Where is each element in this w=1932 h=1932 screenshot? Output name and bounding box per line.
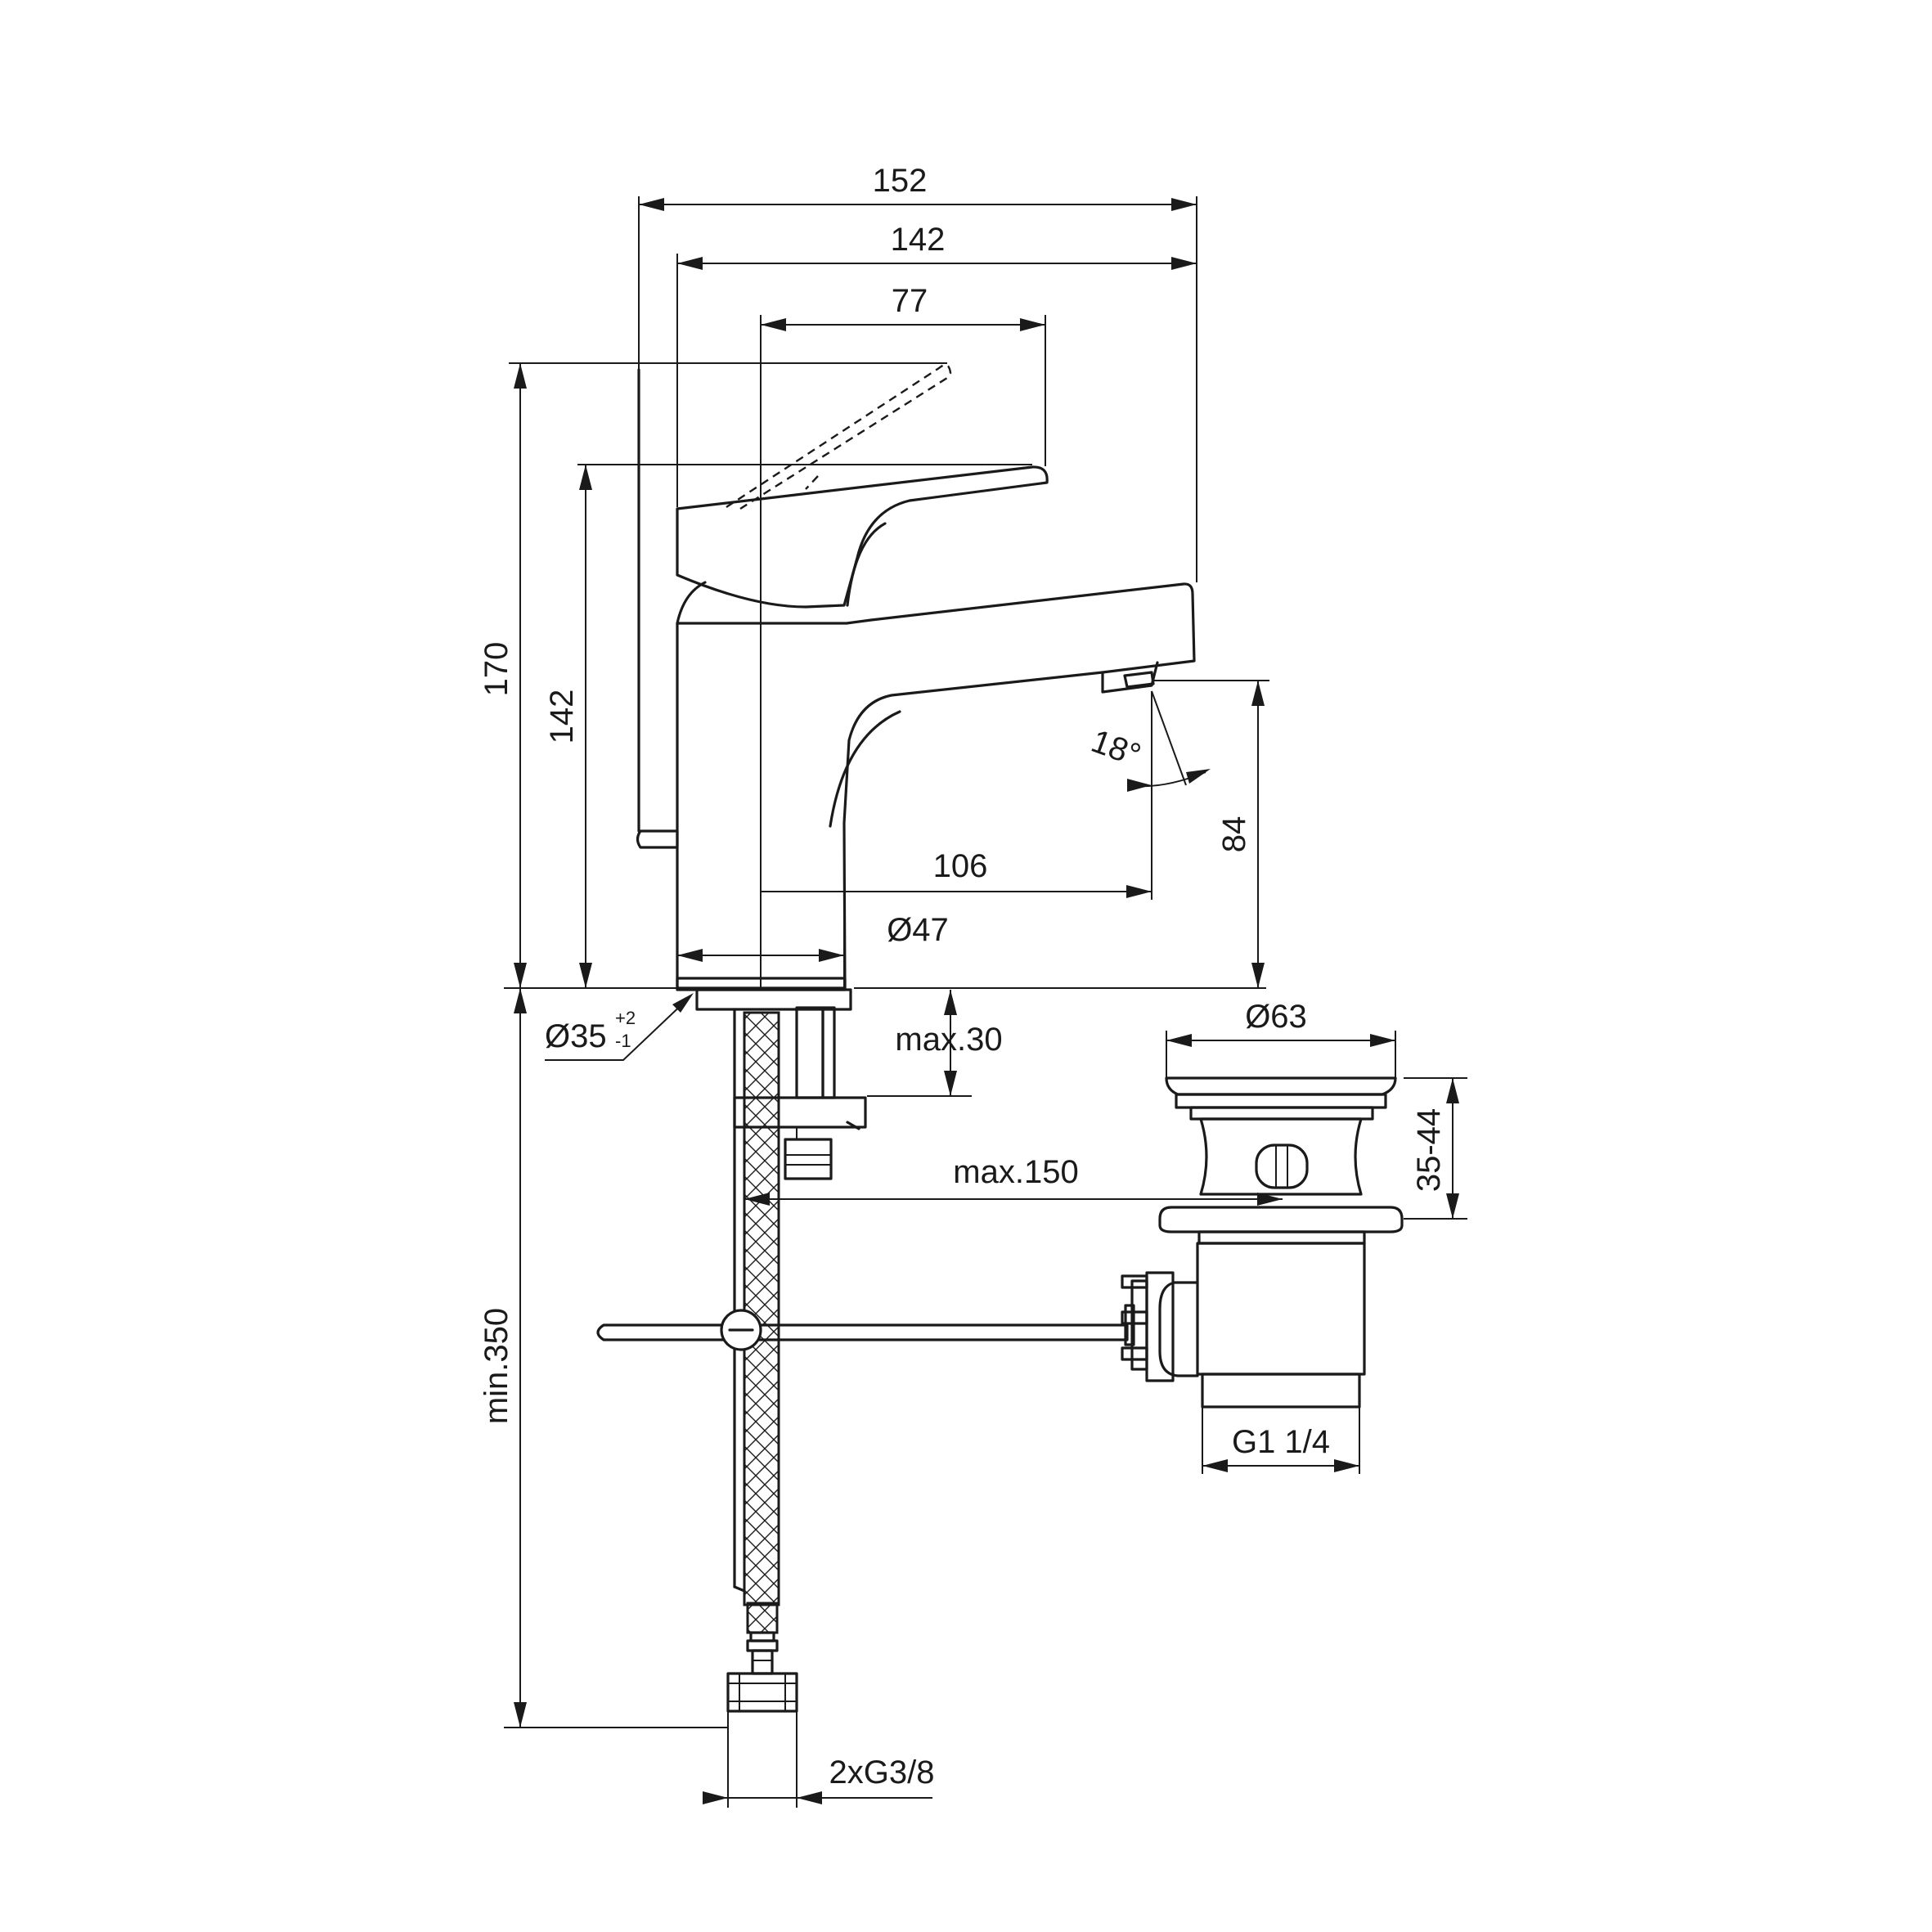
dim-o35: Ø35 bbox=[545, 1018, 607, 1054]
dim-o47: Ø47 bbox=[887, 912, 949, 948]
dim-g114: G1 1/4 bbox=[1232, 1424, 1330, 1460]
dim-170: 170 bbox=[479, 642, 514, 697]
dim-152: 152 bbox=[873, 163, 928, 199]
dimension-lines bbox=[504, 196, 1467, 1808]
dim-o35-tol-minus: -1 bbox=[615, 1031, 631, 1051]
dim-2xg38: 2xG3/8 bbox=[829, 1755, 935, 1790]
dim-18deg: 18° bbox=[1086, 723, 1145, 774]
waste-assembly bbox=[1121, 1076, 1404, 1409]
dim-84: 84 bbox=[1216, 816, 1252, 853]
flex-hose bbox=[726, 1008, 798, 1713]
dim-142-height: 142 bbox=[544, 690, 580, 744]
mounting-set bbox=[695, 988, 867, 1180]
dim-106: 106 bbox=[933, 848, 988, 884]
pop-up-rod bbox=[596, 1309, 1129, 1351]
dim-35-44: 35-44 bbox=[1411, 1108, 1447, 1192]
dim-o63: Ø63 bbox=[1245, 999, 1307, 1035]
dimension-labels: 152 142 77 106 Ø47 max.30 max.150 Ø63 G1… bbox=[479, 163, 1447, 1790]
dim-max30: max.30 bbox=[895, 1022, 1002, 1058]
dim-77: 77 bbox=[892, 283, 928, 319]
dim-max150: max.150 bbox=[953, 1154, 1078, 1190]
dim-min350: min.350 bbox=[479, 1308, 514, 1424]
tap-body bbox=[636, 363, 1196, 991]
dim-142-width: 142 bbox=[891, 222, 946, 258]
dim-o35-tol-plus: +2 bbox=[615, 1008, 636, 1028]
